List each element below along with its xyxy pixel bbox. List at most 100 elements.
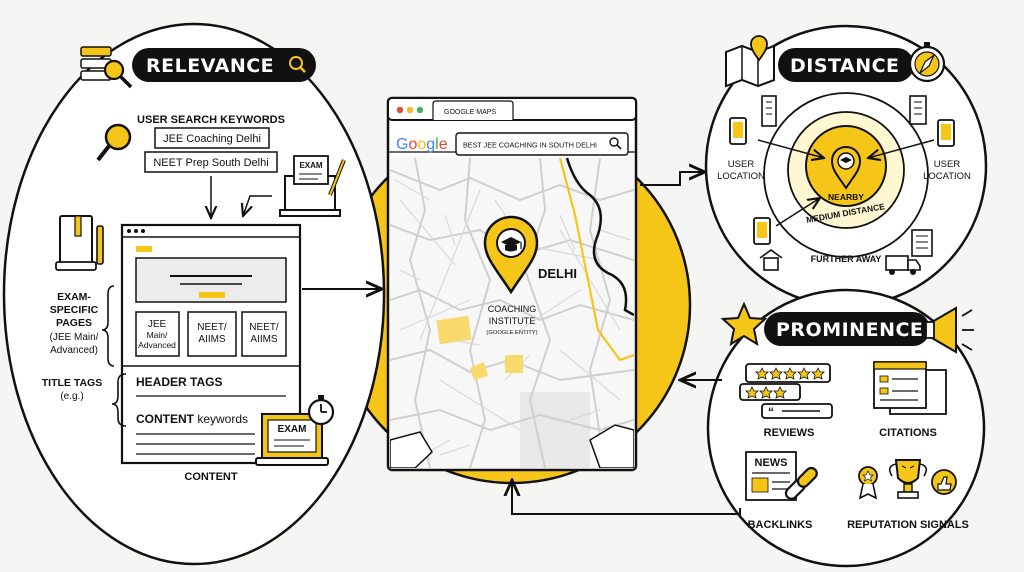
page-box [241,311,287,357]
user-location-right: USER [934,159,961,170]
exam-specific-pages-line: (JEE Main/ [50,332,99,343]
reputation-signals-label: REPUTATION SIGNALS [847,519,969,531]
map-park-area [505,355,523,373]
google-logo-letter: o [417,136,426,153]
keyword-chip-text: NEET Prep South Delhi [153,157,268,169]
exam-paper-label: EXAM [299,161,322,170]
google-maps-window: GOOGLE MAPS Google BEST JEE COACHING IN … [386,96,638,472]
city-label: DELHI [538,266,577,281]
page-box-text: JEE [148,319,167,330]
maps-search-query: BEST JEE COACHING IN SOUTH DELHI [463,141,597,150]
content-keywords-rest: keywords [194,412,248,426]
coaching-institute-pin[interactable] [483,215,539,295]
maps-search-input[interactable] [455,132,629,156]
maps-tab-title: GOOGLE MAPS [444,109,496,116]
megaphone-icon [925,306,974,354]
exam-specific-pages-line: PAGES [56,317,92,329]
google-logo-letter: e [439,136,448,153]
exam-laptop-timer-icon: EXAM [255,395,335,466]
prominence-title: PROMINENCE [776,319,923,341]
header-tags-label: HEADER TAGS [136,375,222,389]
pin-label-line1: COACHING [488,304,537,314]
keyword-chip [154,127,270,149]
exam-screen-label: EXAM [278,424,307,435]
google-logo-letter: G [396,136,408,153]
content-keywords-bold: CONTENT [136,412,195,426]
content-keywords-label: CONTENT keywords [136,412,248,426]
citations-icon [873,361,947,415]
exam-laptop-icon: EXAM [279,155,346,217]
truck-icon [885,255,921,275]
house-icon [759,249,783,271]
search-icon[interactable] [609,137,622,150]
book-pen-icon [55,215,104,271]
quote-icon: “ [768,405,774,419]
keyword-chip [144,151,278,173]
title-tags-example: (e.g.) [60,391,83,402]
user-location-left: USER [728,159,755,170]
reviews-label: REVIEWS [764,427,815,439]
building-icon [761,95,777,127]
phone-icon [753,217,771,245]
pin-label-line2: INSTITUTE [489,316,536,326]
relevance-section: RELEVANCE USER SEARCH KEYWORDS JEE Coach… [2,22,386,566]
further-away-label: FURTHER AWAY [811,254,882,264]
google-logo-letter: l [435,136,439,153]
window-close-dot [396,106,404,114]
page-box-text: AIIMS [250,334,278,345]
street-map [390,157,634,468]
search-icon [289,56,306,73]
map-park-area [436,315,472,345]
star-icon [720,301,768,347]
google-logo-letter: g [426,136,435,153]
phone-icon [729,117,747,145]
user-search-keywords-label: USER SEARCH KEYWORDS [137,114,285,126]
exam-specific-pages-line: Advanced) [50,345,98,356]
relevance-title: RELEVANCE [146,55,274,77]
page-box-text: Main/ [147,330,168,340]
prominence-section: PROMINENCE “ [706,288,986,568]
citations-label: CITATIONS [879,427,937,439]
content-label: CONTENT [184,471,237,483]
distance-section: DISTANCE NEARBY MEDIUM DISTANCE FURTHER … [704,24,988,308]
nearby-label: NEARBY [828,192,864,202]
page-box-text: AIIMS [198,334,226,345]
user-location-left: LOCATION [717,171,765,182]
google-logo-letter: o [408,136,417,153]
keyword-chip-text: JEE Coaching Delhi [163,133,261,145]
search-bars-icon [80,46,133,89]
main-road [558,157,634,362]
page-box-text: NEET/ [249,322,279,333]
distance-title: DISTANCE [790,55,900,77]
window-maximize-dot [416,106,424,114]
timer-icon [307,395,335,426]
page-box-text: NEET/ [197,322,227,333]
exam-pages-bracket [101,285,115,367]
graduation-cap-icon [501,237,522,252]
page-box [187,311,237,357]
phone-icon [937,119,955,147]
folded-map-pin-icon [725,35,775,88]
page-box [135,311,180,357]
window-minimize-dot [406,106,414,114]
trophy-badges-icon [858,459,957,500]
magnifier-icon [96,123,132,162]
compass-icon [908,42,946,83]
river [565,157,634,317]
building-icon [909,95,927,125]
backlinks-label: BACKLINKS [748,519,813,531]
page-box-text: Advanced [138,340,176,350]
distance-pin [830,145,862,190]
map-to-distance-arrow [640,172,705,186]
news-link-icon: NEWS [745,451,818,501]
google-logo: Google [396,136,448,153]
exam-specific-pages-line: SPECIFIC [50,304,99,316]
pin-sublabel: (GOOGLE ENTITY) [486,330,537,336]
user-location-right: LOCATION [923,171,971,182]
exam-specific-pages-line: EXAM- [57,291,91,303]
title-tags-label: TITLE TAGS [42,377,102,389]
prominence-to-map-loop-arrow [512,480,741,515]
news-icon-label: NEWS [755,457,788,469]
building-icon [911,229,933,257]
